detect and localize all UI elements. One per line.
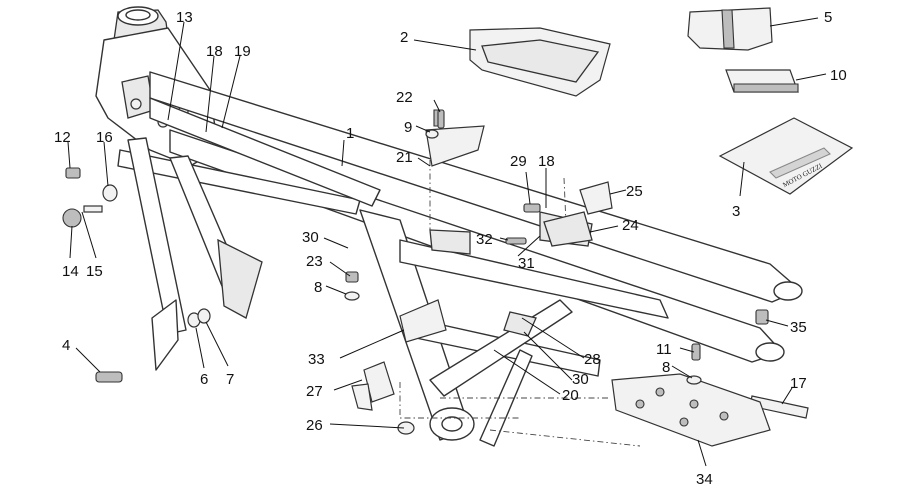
callout-22: 22 — [396, 89, 413, 106]
callout-2: 2 — [400, 29, 408, 46]
owners-manual — [725, 69, 799, 93]
callout-8b: 8 — [662, 359, 670, 376]
callout-16: 16 — [96, 129, 113, 146]
hardware-set — [62, 109, 769, 435]
callout-9: 9 — [404, 119, 412, 136]
callout-6: 6 — [200, 371, 208, 388]
callout-17: 17 — [790, 375, 807, 392]
rear-bracket — [543, 181, 613, 247]
callout-30a: 30 — [302, 229, 319, 246]
callout-25: 25 — [626, 183, 643, 200]
skid-plate — [611, 373, 771, 447]
callout-30b: 30 — [572, 371, 589, 388]
callout-13: 13 — [176, 9, 193, 26]
callout-8a: 8 — [314, 279, 322, 296]
callout-33: 33 — [308, 351, 325, 368]
callout-29: 29 — [510, 153, 527, 170]
tool-pouch — [687, 7, 773, 51]
assembly-guide-lines — [399, 160, 641, 447]
relay-bracket — [351, 361, 395, 411]
callout-10: 10 — [830, 67, 847, 84]
callout-31: 31 — [518, 255, 535, 272]
callout-11: 11 — [656, 341, 672, 358]
callout-4: 4 — [62, 337, 70, 354]
callout-14: 14 — [62, 263, 79, 280]
callout-32: 32 — [476, 231, 493, 248]
callout-3: 3 — [732, 203, 740, 220]
frame-assembly — [95, 6, 803, 447]
callout-21: 21 — [396, 149, 413, 166]
callout-18b: 18 — [538, 153, 555, 170]
bike-cover: MOTO GUZZI — [718, 117, 854, 195]
callout-35: 35 — [790, 319, 807, 336]
callout-5: 5 — [824, 9, 832, 26]
tool-tray — [469, 27, 611, 97]
callout-20: 20 — [562, 387, 579, 404]
callout-7: 7 — [226, 371, 234, 388]
callout-19: 19 — [234, 43, 251, 60]
callout-labels: 1 2 3 4 5 6 7 8 8 9 10 11 12 13 14 15 16… — [54, 9, 847, 488]
callout-18a: 18 — [206, 43, 223, 60]
leader-lines — [67, 17, 827, 467]
battery-bracket — [399, 299, 447, 343]
callout-15: 15 — [86, 263, 103, 280]
callout-27: 27 — [306, 383, 323, 400]
callout-23: 23 — [306, 253, 323, 270]
callout-1: 1 — [346, 125, 354, 142]
callout-26: 26 — [306, 417, 323, 434]
callout-34: 34 — [696, 471, 713, 488]
upper-bracket — [425, 109, 485, 167]
callout-28: 28 — [584, 351, 601, 368]
callout-12: 12 — [54, 129, 71, 146]
callout-24: 24 — [622, 217, 639, 234]
